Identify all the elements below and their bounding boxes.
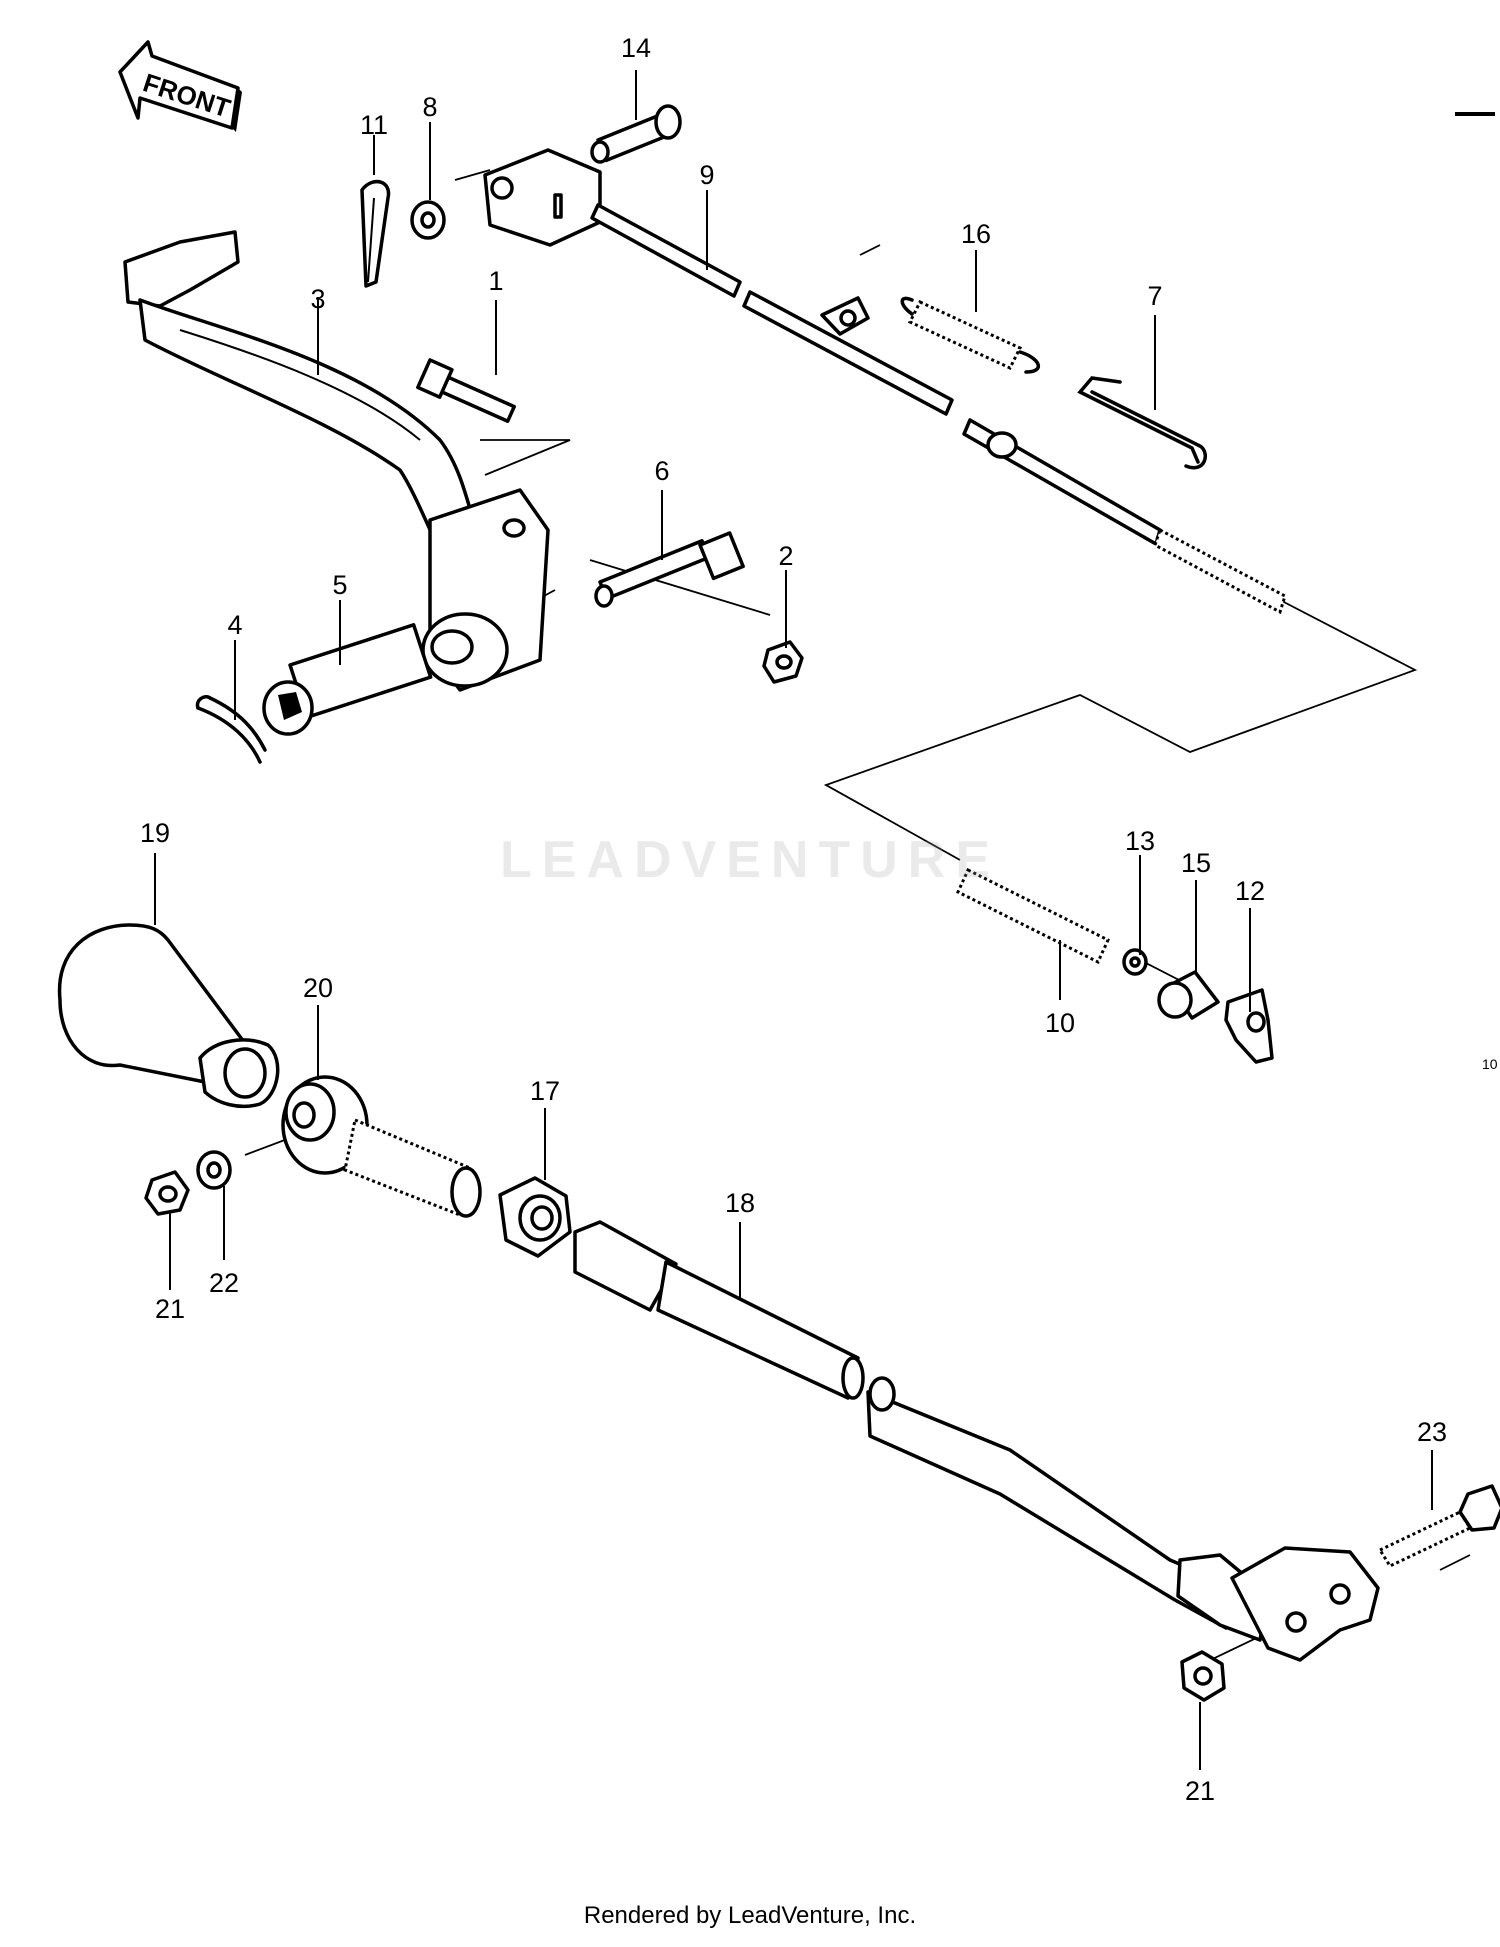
nut-17 — [498, 1176, 572, 1258]
callout-5: 5 — [332, 570, 347, 600]
cotter-pin-11 — [360, 179, 391, 288]
boot-19 — [57, 923, 280, 1109]
washer-13 — [1122, 948, 1148, 976]
callout-15: 15 — [1181, 848, 1211, 878]
callout-4: 4 — [227, 610, 242, 640]
wing-nut-12 — [1224, 988, 1274, 1064]
washer-22 — [196, 1150, 232, 1190]
callout-21: 21 — [155, 1294, 185, 1324]
brake-pedal — [123, 230, 550, 692]
callout-10: 10 — [1045, 1008, 1075, 1038]
callout-23: 23 — [1417, 1417, 1447, 1447]
front-arrow-icon: FRONT — [118, 40, 242, 132]
callout-16: 16 — [961, 219, 991, 249]
rod-end-20 — [281, 1075, 482, 1218]
callout-17: 17 — [530, 1076, 560, 1106]
callout-22: 22 — [209, 1268, 239, 1298]
bolt-23 — [1377, 1484, 1500, 1568]
callout-12: 12 — [1235, 876, 1265, 906]
callout-11: 11 — [360, 110, 388, 140]
callout-6: 6 — [654, 456, 669, 486]
callout-8: 8 — [422, 92, 437, 122]
watermark: LEADVENTURE — [499, 831, 1001, 889]
callout-3: 3 — [310, 284, 325, 314]
brake-rod-9 — [483, 148, 1287, 615]
joint-15 — [1157, 970, 1220, 1020]
callout-13: 13 — [1125, 826, 1155, 856]
nut-21-left — [144, 1170, 190, 1216]
callout-9: 9 — [699, 160, 714, 190]
washer-8 — [410, 200, 446, 240]
callout-14: 14 — [621, 33, 651, 63]
collar-5 — [262, 623, 433, 736]
spring-16 — [900, 296, 1040, 374]
spring-10 — [956, 867, 1110, 965]
clevis-pin-14 — [590, 104, 682, 164]
figure-code: 10 — [1482, 1056, 1498, 1072]
callout-21-second: 21 — [1185, 1776, 1215, 1806]
bolt-1 — [416, 358, 516, 423]
page-edge-mark — [1455, 112, 1495, 116]
spring-hook-7 — [1077, 376, 1207, 470]
callout-19: 19 — [140, 818, 170, 848]
callout-numbers: 1 2 3 4 5 6 7 8 9 10 11 12 13 14 15 16 1… — [140, 33, 1447, 1806]
callout-leaders — [154, 70, 1433, 1770]
callout-2: 2 — [778, 541, 793, 571]
nut-21-right — [1180, 1650, 1226, 1702]
footer-credit: Rendered by LeadVenture, Inc. — [583, 1902, 917, 1929]
callout-18: 18 — [725, 1188, 755, 1218]
assembly-lines — [244, 169, 1471, 1666]
callout-1: 1 — [488, 266, 503, 296]
callout-20: 20 — [303, 973, 333, 1003]
shift-rod-18 — [573, 1220, 1380, 1662]
callout-7: 7 — [1147, 281, 1162, 311]
nut-2 — [762, 640, 804, 684]
pivot-bolt-6 — [594, 531, 745, 608]
cotter-pin-4 — [195, 695, 267, 764]
